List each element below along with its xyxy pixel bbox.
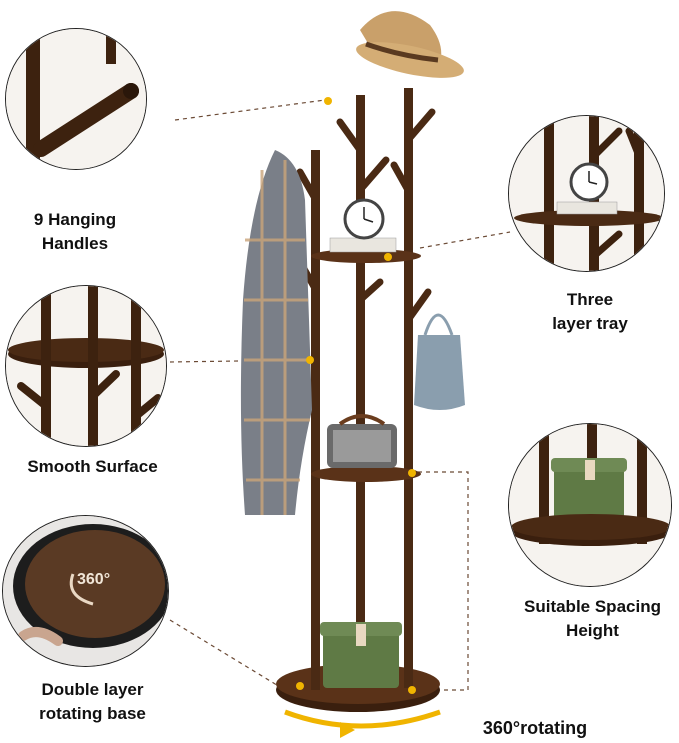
rotate-badge-icon [69, 573, 94, 606]
hook-branches [296, 108, 436, 324]
base-badge-text: 360° [77, 571, 110, 588]
feature-label-smooth-surface: Smooth Surface [27, 457, 158, 476]
detail-circle-surface [5, 285, 167, 447]
rotate-arrow-icon [284, 709, 441, 729]
feature-label-spacing-height: Suitable Spacing Height [524, 597, 661, 640]
detail-circle-tray [508, 115, 665, 272]
feature-dots [296, 97, 416, 694]
feature-label-rotating-base: Double layer rotating base [39, 680, 146, 723]
detail-circle-spacing [508, 423, 672, 587]
detail-circle-base: 360° [2, 515, 169, 667]
rotating-caption: 360°rotating [482, 718, 588, 738]
feature-label-three-layer-tray: Three layer tray [552, 290, 628, 333]
feature-label-hanging-handles: 9 Hanging Handles [33, 210, 117, 253]
poles [311, 88, 413, 690]
detail-circle-hooks [5, 28, 147, 170]
